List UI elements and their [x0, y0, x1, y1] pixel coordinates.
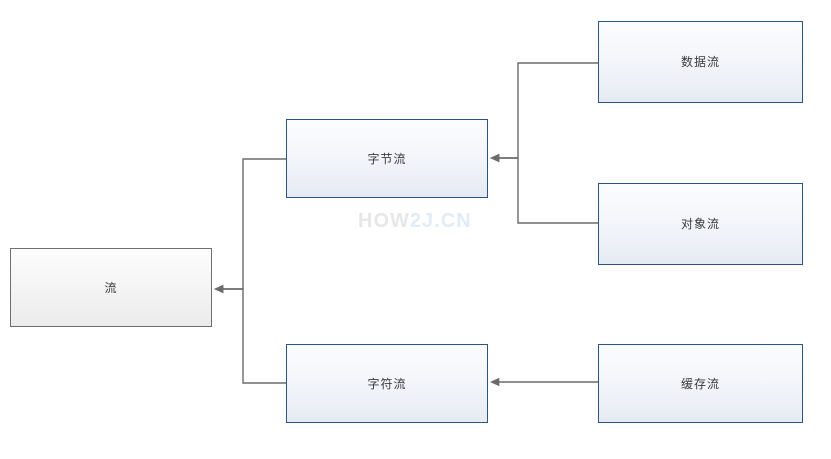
edge-object-to-byte-arrowhead — [490, 153, 500, 163]
node-label: 字节流 — [367, 151, 407, 166]
edge-object-to-byte — [492, 157, 598, 224]
node-char-stream[interactable]: 字符流 — [286, 344, 488, 423]
watermark-text-primary: HOW — [358, 210, 410, 232]
edge-char-to-stream — [216, 288, 286, 384]
node-label: 对象流 — [680, 217, 720, 231]
watermark-text-secondary: 2J.CN — [409, 210, 472, 232]
node-buffer-stream[interactable]: 缓存流 — [598, 344, 803, 423]
edge-buffer-to-char-arrowhead — [490, 377, 500, 387]
edge-data-to-byte — [492, 62, 598, 159]
edge-char-to-stream-arrowhead — [214, 284, 224, 294]
edge-byte-to-stream — [216, 158, 286, 290]
node-label: 字符流 — [367, 376, 407, 391]
node-stream-root[interactable]: 流 — [10, 248, 212, 327]
node-label: 数据流 — [680, 55, 720, 69]
node-label: 流 — [104, 280, 118, 295]
node-byte-stream[interactable]: 字节流 — [286, 119, 488, 198]
node-object-stream[interactable]: 对象流 — [598, 183, 803, 265]
node-label: 缓存流 — [680, 376, 720, 391]
watermark: HOW2J.CN — [358, 210, 472, 233]
node-data-stream[interactable]: 数据流 — [598, 21, 803, 103]
